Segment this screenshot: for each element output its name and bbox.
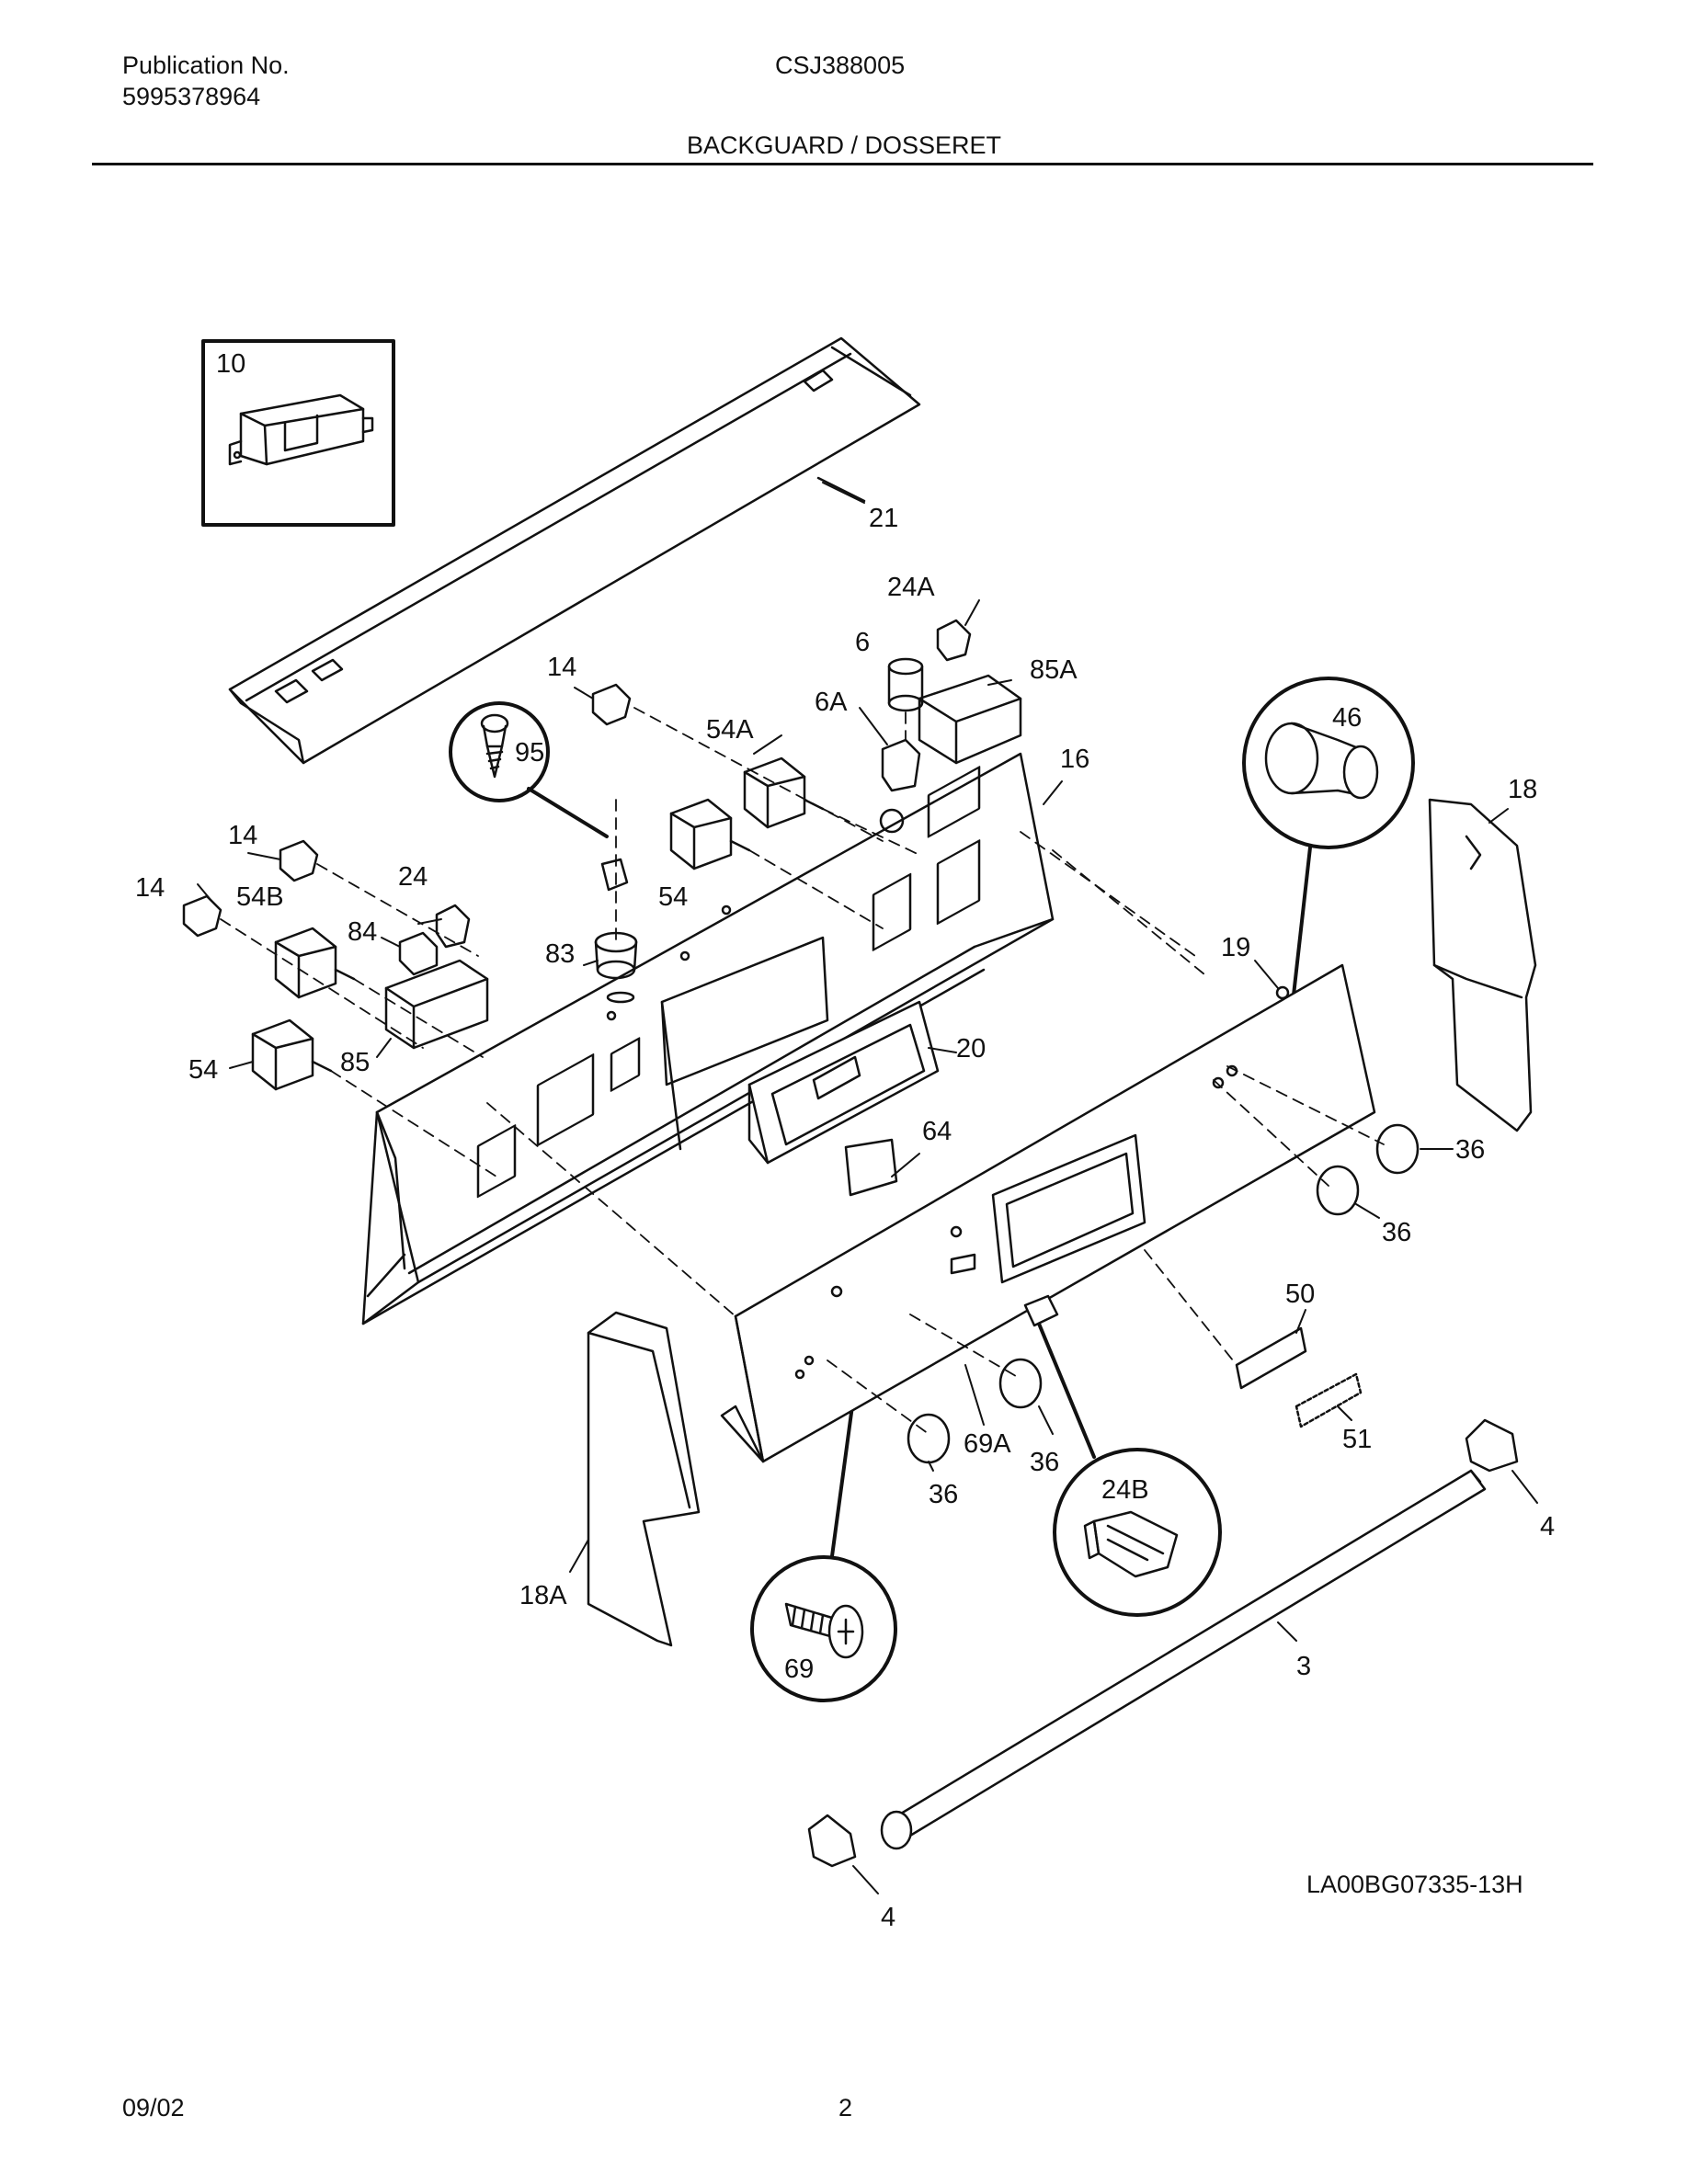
callout-4-bottom: 4 bbox=[881, 1903, 895, 1932]
callout-51: 51 bbox=[1342, 1425, 1372, 1454]
leader-line-24B bbox=[1037, 1322, 1096, 1459]
lamp-socket-part-6A bbox=[881, 738, 921, 792]
callout-18A: 18A bbox=[519, 1581, 567, 1610]
knob-part-36-c bbox=[998, 1358, 1043, 1409]
terminal-part-14-mid bbox=[279, 839, 319, 882]
callout-36-a: 36 bbox=[1455, 1135, 1485, 1165]
lamp-part-6 bbox=[887, 657, 924, 712]
infinite-switch-part-54B bbox=[274, 927, 356, 999]
control-board-part-20 bbox=[747, 1000, 940, 1165]
leader-lines bbox=[197, 482, 1538, 1894]
publication-label: Publication No. bbox=[122, 51, 290, 79]
footer-date: 09/02 bbox=[122, 2094, 185, 2121]
model-number: CSJ388005 bbox=[775, 51, 906, 79]
end-cap-part-4-top bbox=[1465, 1418, 1519, 1473]
bracket-part-85 bbox=[384, 959, 489, 1050]
callout-69: 69 bbox=[784, 1655, 814, 1684]
knob-part-36-d bbox=[907, 1413, 951, 1464]
side-trim-part-18 bbox=[1428, 798, 1537, 1132]
callout-85A: 85A bbox=[1030, 655, 1078, 685]
callout-85: 85 bbox=[340, 1048, 370, 1077]
callout-36-b: 36 bbox=[1382, 1218, 1411, 1247]
end-cap-part-4-bottom bbox=[807, 1814, 857, 1868]
button-part-46 bbox=[1264, 722, 1379, 800]
footer-page-number: 2 bbox=[838, 2094, 853, 2121]
infinite-switch-part-54A bbox=[743, 756, 825, 829]
section-title: BACKGUARD / DOSSERET bbox=[686, 131, 1002, 159]
callout-24B: 24B bbox=[1101, 1475, 1149, 1505]
publication-number: 5995378964 bbox=[122, 83, 261, 110]
callout-54-lower: 54 bbox=[188, 1055, 218, 1085]
infinite-switch-part-54-lower bbox=[251, 1018, 333, 1091]
terminal-block-part-84 bbox=[398, 931, 439, 976]
lampholder-part-95-assembly bbox=[600, 858, 629, 892]
switch-part-24A bbox=[936, 619, 972, 662]
callout-18: 18 bbox=[1508, 775, 1537, 804]
inset-circle-part-95 bbox=[449, 701, 550, 802]
callout-69A: 69A bbox=[964, 1429, 1011, 1459]
control-panel-part-19 bbox=[720, 963, 1376, 1463]
callout-64: 64 bbox=[922, 1117, 952, 1146]
knob-part-36-a bbox=[1375, 1123, 1420, 1175]
drawing-code: LA00BG07335-13H bbox=[1306, 1871, 1523, 1898]
callout-10: 10 bbox=[216, 349, 245, 379]
side-trim-part-18A bbox=[587, 1311, 701, 1647]
rocker-switch-part-24B bbox=[1083, 1510, 1179, 1578]
terminal-part-14-top bbox=[591, 683, 632, 726]
screw-part-95 bbox=[480, 713, 509, 779]
top-trim-part-21 bbox=[228, 336, 921, 765]
callout-84: 84 bbox=[348, 917, 377, 947]
inset-box-part-10 bbox=[201, 339, 395, 527]
callout-24A: 24A bbox=[887, 573, 935, 602]
alignment-lines bbox=[220, 707, 1385, 1435]
leader-line-95 bbox=[527, 787, 609, 838]
callout-14-left: 14 bbox=[135, 873, 165, 903]
callout-20: 20 bbox=[956, 1034, 986, 1064]
callout-6: 6 bbox=[855, 628, 870, 657]
terminal-part-14-left bbox=[182, 894, 222, 938]
callout-24: 24 bbox=[398, 862, 428, 892]
callout-14-mid: 14 bbox=[228, 821, 257, 850]
bracket-part-85A bbox=[918, 674, 1022, 765]
callout-3: 3 bbox=[1296, 1652, 1311, 1681]
knob-part-36-b bbox=[1316, 1165, 1360, 1216]
callout-6A: 6A bbox=[815, 688, 848, 717]
callout-16: 16 bbox=[1060, 745, 1089, 774]
callout-54B: 54B bbox=[236, 882, 284, 912]
callout-19: 19 bbox=[1221, 933, 1250, 962]
tube-part-3 bbox=[880, 1469, 1487, 1850]
infinite-switch-part-54-upper bbox=[669, 798, 751, 870]
callout-54-upper: 54 bbox=[658, 882, 688, 912]
rocker-switch-part-24B-assembled bbox=[1023, 1294, 1059, 1327]
screw-part-69 bbox=[784, 1602, 864, 1659]
callout-4-top: 4 bbox=[1540, 1512, 1555, 1541]
callout-21: 21 bbox=[869, 504, 898, 533]
gasket-part-64 bbox=[844, 1138, 898, 1197]
trim-part-50 bbox=[1235, 1326, 1307, 1390]
ballast-part-10 bbox=[228, 393, 374, 466]
callout-36-c: 36 bbox=[1030, 1448, 1059, 1477]
header-rule bbox=[92, 163, 1593, 165]
inset-circle-part-69 bbox=[750, 1555, 897, 1702]
callout-46: 46 bbox=[1332, 703, 1362, 733]
callout-54A: 54A bbox=[706, 715, 754, 745]
inset-circle-part-46 bbox=[1242, 677, 1415, 849]
inset-circle-part-24B bbox=[1053, 1448, 1222, 1617]
callout-83: 83 bbox=[545, 939, 575, 969]
callout-36-d: 36 bbox=[929, 1480, 958, 1509]
callout-14-top: 14 bbox=[547, 653, 576, 682]
label-part-51 bbox=[1295, 1372, 1363, 1428]
callout-95: 95 bbox=[515, 738, 544, 768]
callout-50: 50 bbox=[1285, 1280, 1315, 1309]
